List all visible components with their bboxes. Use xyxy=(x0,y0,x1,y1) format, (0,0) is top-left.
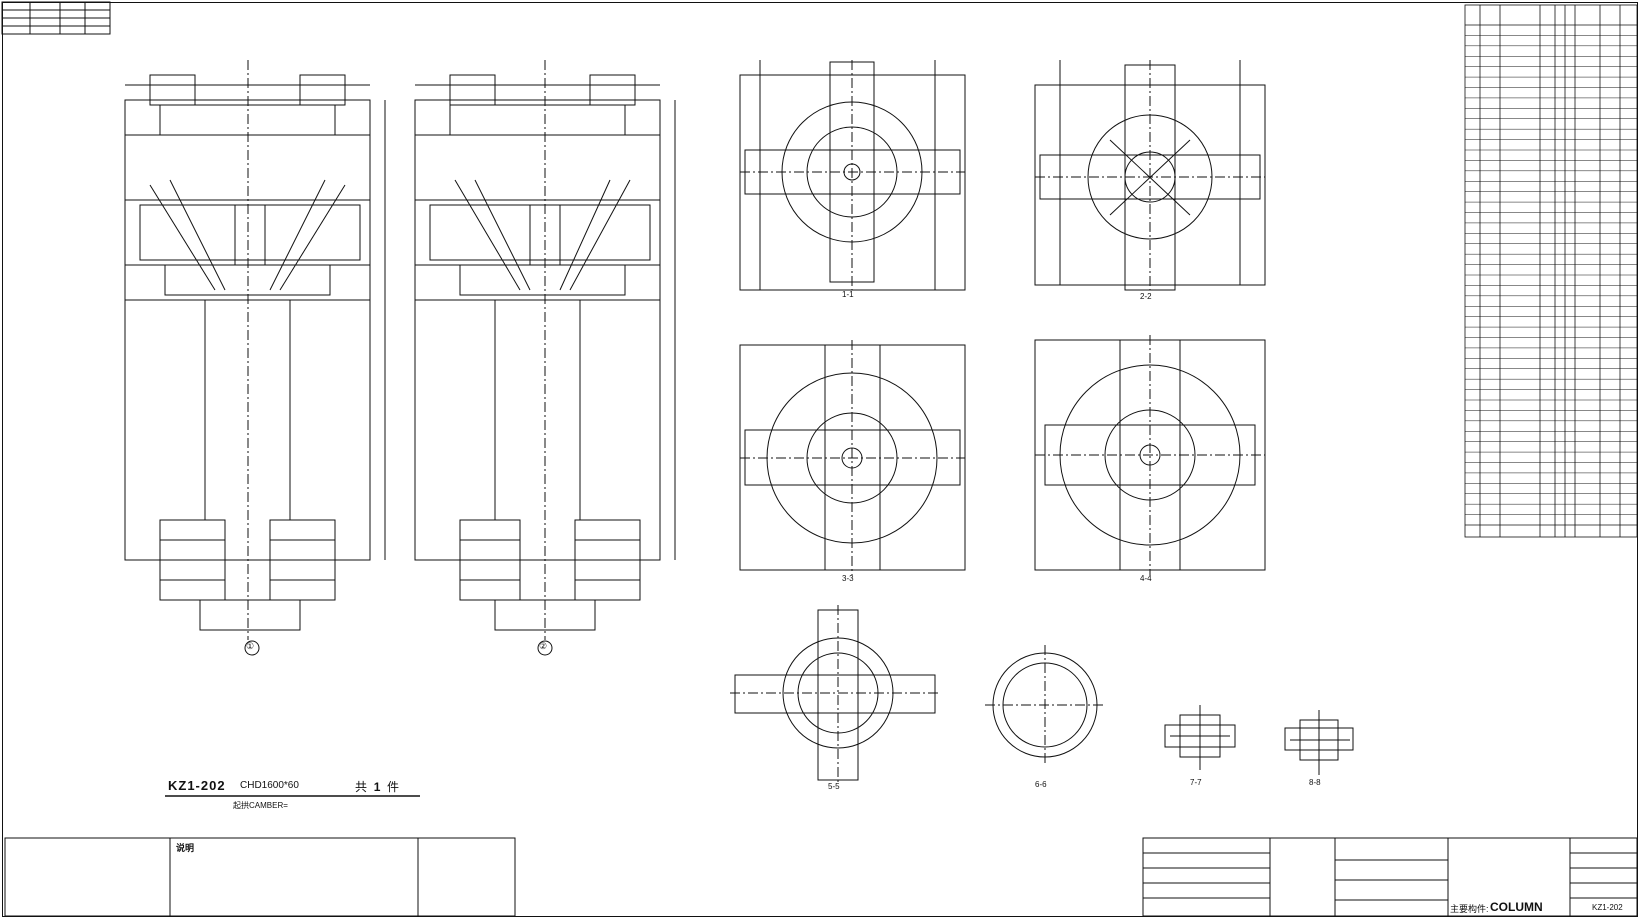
elevation-mark-1: ① xyxy=(246,641,255,651)
title-block xyxy=(1142,837,1638,917)
elevation-view-1 xyxy=(124,60,386,656)
quantity-prefix: 共 xyxy=(355,780,368,794)
section-view-5 xyxy=(730,605,940,785)
quantity-value: 1 xyxy=(373,780,381,794)
bom-table xyxy=(1464,4,1638,538)
section-label-4: 4-4 xyxy=(1140,574,1152,583)
section-label-6: 6-6 xyxy=(1035,780,1047,789)
section-label-1: 1-1 xyxy=(842,290,854,299)
notes-block xyxy=(4,837,516,917)
elevation-view-2 xyxy=(414,60,676,656)
section-view-3 xyxy=(739,340,966,575)
member-label: 主要构件: xyxy=(1450,904,1489,914)
section-view-7 xyxy=(1164,705,1236,770)
camber-note: 起拱CAMBER= xyxy=(233,801,288,810)
section-label-2: 2-2 xyxy=(1140,292,1152,301)
quantity: 共 1 件 xyxy=(355,778,399,795)
notes-heading: 说明 xyxy=(176,843,195,853)
member-mark: KZ1-202 xyxy=(168,778,226,793)
section-label-3: 3-3 xyxy=(842,574,854,583)
section-size: CHD1600*60 xyxy=(240,780,299,791)
section-label-5: 5-5 xyxy=(828,782,840,791)
column-label: COLUMN xyxy=(1490,900,1543,914)
section-view-1 xyxy=(739,60,966,291)
section-view-4 xyxy=(1034,335,1266,575)
elevation-mark-2: ② xyxy=(539,641,548,651)
section-view-2 xyxy=(1034,60,1266,291)
drawing-number: KZ1-202 xyxy=(1592,903,1623,912)
section-label-8: 8-8 xyxy=(1309,778,1321,787)
quantity-suffix: 件 xyxy=(387,780,400,794)
section-view-8 xyxy=(1284,710,1354,775)
section-label-7: 7-7 xyxy=(1190,778,1202,787)
section-view-6 xyxy=(985,645,1105,765)
